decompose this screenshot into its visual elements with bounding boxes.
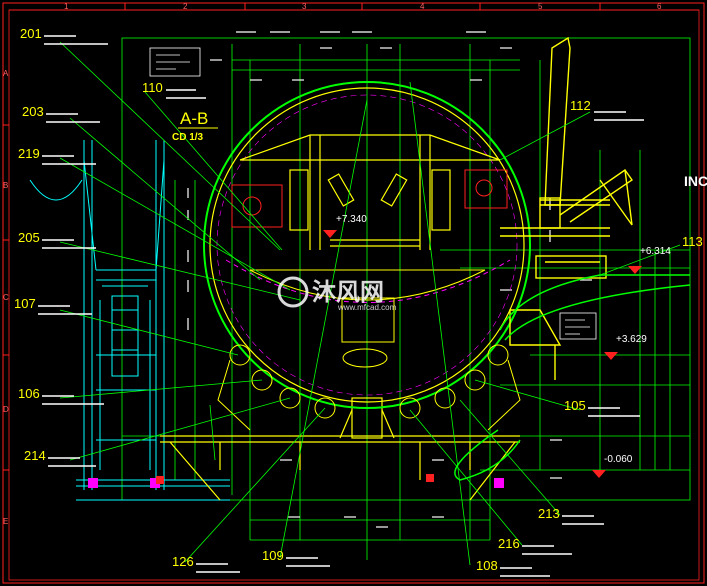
callout-108: 108 xyxy=(476,558,498,573)
callout-106: 106 xyxy=(18,386,40,401)
frame-row-labels: A B C D E xyxy=(3,69,9,526)
callout-105: 105 xyxy=(564,398,586,413)
row-label-a: A xyxy=(3,69,9,78)
section-reference: CD 1/3 xyxy=(172,132,204,143)
col-label-3: 3 xyxy=(302,2,307,11)
col-label-2: 2 xyxy=(183,2,188,11)
row-label-e: E xyxy=(3,517,8,526)
watermark-logo-icon xyxy=(277,276,309,308)
support-rollers xyxy=(217,297,521,431)
drum xyxy=(203,81,531,409)
callout-214: 214 xyxy=(24,448,46,463)
watermark-url: www.mfcad.com xyxy=(337,303,397,312)
callout-112: 112 xyxy=(570,98,591,113)
left-support-tower xyxy=(29,140,230,501)
crane-arm xyxy=(500,36,633,380)
callout-201: 201 xyxy=(20,26,42,41)
elevation-markers xyxy=(323,230,642,478)
note-boxes xyxy=(149,47,597,340)
callout-216: 216 xyxy=(498,536,520,551)
callout-219: 219 xyxy=(18,146,40,161)
section-title: A-B xyxy=(180,109,208,128)
col-label-4: 4 xyxy=(420,2,425,11)
callout-description-bars xyxy=(38,35,644,577)
row-label-d: D xyxy=(3,405,9,414)
elevation-label-1: +7.340 xyxy=(336,214,367,225)
row-label-c: C xyxy=(3,293,9,302)
hydraulic-line xyxy=(454,274,691,481)
edge-text: INC xyxy=(684,173,707,189)
elevation-label-2: +6.314 xyxy=(640,246,671,257)
callout-205: 205 xyxy=(18,230,40,245)
callout-213: 213 xyxy=(538,506,560,521)
callout-203: 203 xyxy=(22,104,44,119)
callout-126: 126 xyxy=(172,554,194,569)
upper-mechanism xyxy=(239,134,501,250)
row-label-b: B xyxy=(3,181,8,190)
callout-110: 110 xyxy=(142,80,163,95)
callout-107: 107 xyxy=(14,296,36,311)
elevation-label-3: +3.629 xyxy=(616,334,647,345)
col-label-5: 5 xyxy=(538,2,543,11)
callout-109: 109 xyxy=(262,548,284,563)
callout-113: 113 xyxy=(682,234,703,249)
col-label-6: 6 xyxy=(657,2,662,11)
left-support-anchors xyxy=(88,474,504,488)
leader-lines xyxy=(59,41,681,566)
dimension-text-bars xyxy=(187,31,592,528)
drive-boxes xyxy=(231,169,508,228)
frame-column-labels: 1 2 3 4 5 6 xyxy=(64,2,662,11)
elevation-label-4: -0.060 xyxy=(604,454,633,465)
watermark-brand: 沐风网 xyxy=(312,279,384,306)
watermark: 沐风网 www.mfcad.com xyxy=(277,276,397,312)
foundation-platform xyxy=(160,397,520,501)
col-label-1: 1 xyxy=(64,2,69,11)
